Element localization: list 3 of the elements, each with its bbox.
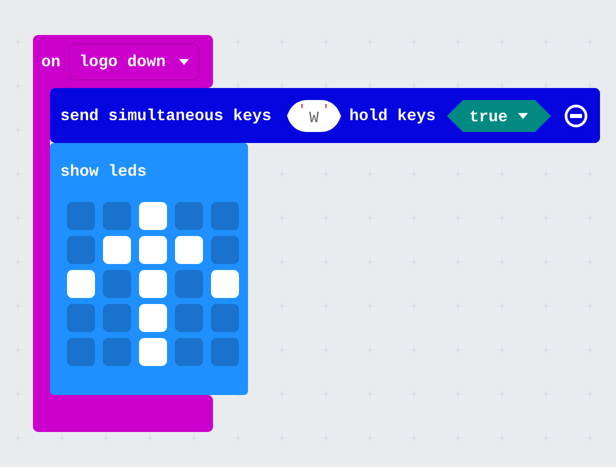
text-field: W <box>287 100 341 132</box>
dropdown-menu: logo down <box>68 43 200 81</box>
dropdown-menu: true <box>447 100 551 132</box>
